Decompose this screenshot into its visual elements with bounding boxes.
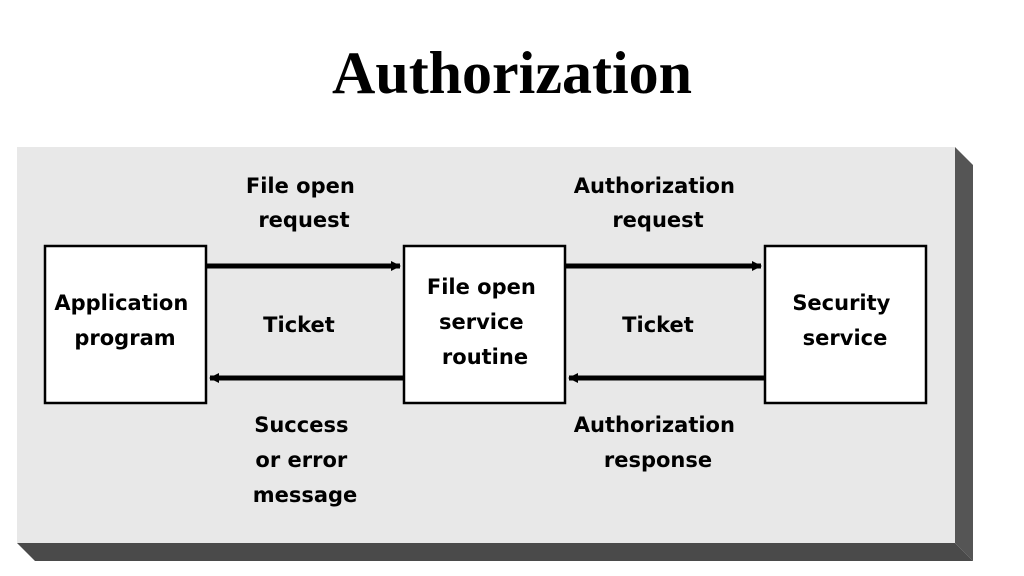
authorization-request-line-1: Authorization: [574, 174, 735, 198]
ticket-left-label: Ticket: [263, 313, 335, 337]
application-line-1: Application: [54, 291, 188, 315]
application-program-box: [43, 244, 208, 405]
application-line-2: program: [74, 326, 175, 350]
authorization-request-label: Authorization request: [574, 174, 743, 232]
file-open-line-1: File open: [427, 275, 536, 299]
success-or-error-message-label: Success or error message: [253, 413, 358, 507]
file-open-request-line-2: request: [258, 208, 349, 232]
security-line-1: Security: [792, 291, 890, 315]
success-line-3: message: [253, 483, 358, 507]
file-open-service-routine-box: [402, 244, 567, 405]
ticket-right-label: Ticket: [622, 313, 694, 337]
file-open-line-3: routine: [442, 345, 528, 369]
file-open-service-routine-text: File open service routine: [427, 275, 543, 369]
application-program-text: Application program: [54, 291, 195, 350]
file-open-request-label: File open request: [246, 174, 362, 232]
slide-title: Authorization: [332, 40, 692, 106]
authorization-response-label: Authorization response: [574, 413, 743, 472]
security-line-2: service: [803, 326, 888, 350]
security-service-box: [763, 244, 928, 405]
authorization-response-line-2: response: [604, 448, 712, 472]
authorization-request-line-2: request: [612, 208, 703, 232]
success-line-1: Success: [254, 413, 348, 437]
file-open-line-2: service: [439, 310, 524, 334]
success-line-2: or error: [255, 448, 347, 472]
panel-shadow-right: [955, 147, 973, 561]
file-open-request-line-1: File open: [246, 174, 355, 198]
security-service-text: Security service: [792, 291, 897, 350]
panel-shadow-bottom: [17, 543, 973, 561]
authorization-response-line-1: Authorization: [574, 413, 735, 437]
